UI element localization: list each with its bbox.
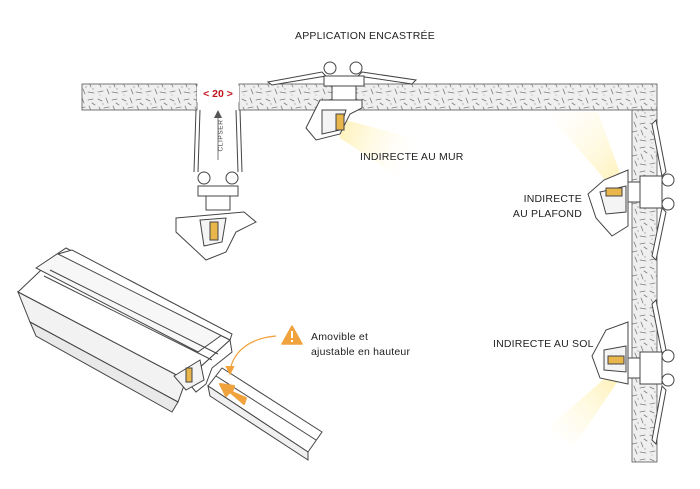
label-floor: INDIRECTE AU SOL [493, 338, 594, 350]
note-line2: ajustable en hauteur [311, 346, 411, 358]
page-title: APPLICATION ENCASTRÉE [295, 30, 435, 42]
note-line1: Amovible et [311, 331, 369, 343]
ceiling-light-beam [546, 112, 624, 190]
label-ceiling-line1: INDIRECTE [523, 193, 582, 205]
floor-light-beam [548, 372, 620, 446]
callout-curve-arrow [225, 335, 277, 376]
warning-icon [281, 325, 303, 345]
insert-arrow [219, 383, 247, 405]
right-wall [631, 109, 658, 463]
wall-profile [266, 61, 418, 141]
label-wall: INDIRECTE AU MUR [360, 151, 464, 163]
ceiling-profile [587, 118, 675, 262]
label-ceiling-line2: AU PLAFOND [512, 208, 582, 220]
floor-profile [591, 298, 675, 446]
wall-light-beam [338, 118, 420, 178]
clip-profile [175, 109, 257, 261]
dimension-label: < 20 > [197, 86, 239, 102]
ceiling-slab [81, 83, 658, 111]
extrusion-3d [17, 247, 233, 413]
clip-arrow [214, 110, 222, 160]
clip-label: CLIPSER [217, 119, 225, 152]
diffuser-piece [207, 367, 323, 461]
